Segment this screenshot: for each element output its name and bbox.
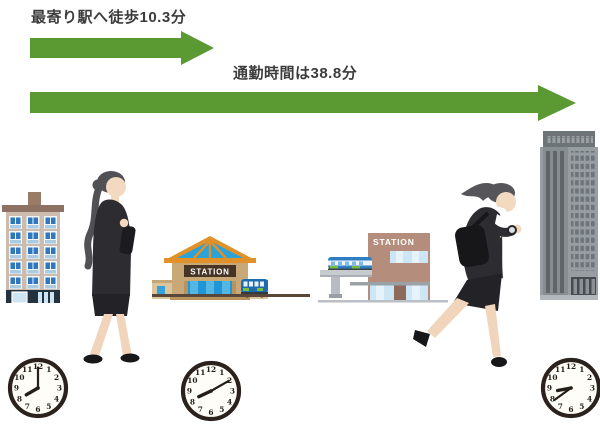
ground-line (152, 294, 310, 297)
svg-text:8: 8 (190, 397, 195, 406)
commute-arrow-shaft (30, 92, 538, 113)
svg-text:6: 6 (208, 408, 213, 417)
svg-text:9: 9 (547, 384, 552, 393)
station1-sign-label: STATION (190, 268, 230, 277)
svg-text:8: 8 (17, 394, 22, 403)
svg-text:3: 3 (57, 384, 62, 393)
svg-text:6: 6 (35, 405, 40, 414)
svg-text:5: 5 (46, 402, 51, 411)
svg-text:9: 9 (187, 387, 192, 396)
running-woman-icon (413, 183, 522, 367)
wristwatch-icon (507, 225, 517, 235)
commute-time-label: 通勤時間は38.8分 (233, 65, 358, 82)
svg-text:12: 12 (206, 365, 216, 374)
walk-arrow-shaft (30, 38, 181, 58)
svg-text:4: 4 (54, 394, 59, 403)
svg-text:10: 10 (14, 373, 24, 382)
apartment-building-icon (2, 192, 64, 303)
svg-text:11: 11 (22, 365, 32, 374)
svg-text:7: 7 (558, 402, 563, 411)
svg-text:12: 12 (566, 362, 576, 371)
svg-text:6: 6 (568, 405, 573, 414)
svg-text:1: 1 (579, 365, 584, 374)
svg-text:2: 2 (54, 373, 59, 382)
svg-text:1: 1 (46, 365, 51, 374)
destination-station-icon: STATION (318, 233, 448, 303)
platform (320, 270, 372, 276)
svg-text:10: 10 (547, 373, 557, 382)
svg-text:7: 7 (198, 405, 203, 414)
svg-text:2: 2 (587, 373, 592, 382)
walking-woman-icon (83, 171, 140, 364)
svg-text:3: 3 (590, 384, 595, 393)
svg-text:10: 10 (187, 376, 197, 385)
walk-arrow-head-icon (181, 31, 214, 65)
svg-text:9: 9 (14, 384, 19, 393)
svg-text:3: 3 (230, 387, 235, 396)
svg-text:1: 1 (219, 368, 224, 377)
office-building-icon (540, 131, 598, 300)
svg-text:4: 4 (587, 394, 592, 403)
shoulder-bag (455, 224, 489, 268)
svg-text:11: 11 (555, 365, 565, 374)
walk-time-label: 最寄り駅へ徒歩10.3分 (31, 9, 187, 26)
svg-text:11: 11 (195, 368, 205, 377)
commute-arrow-head-icon (538, 85, 576, 121)
svg-text:4: 4 (227, 397, 232, 406)
svg-text:5: 5 (219, 405, 224, 414)
svg-text:7: 7 (25, 402, 30, 411)
svg-text:5: 5 (579, 402, 584, 411)
station2-sign-label: STATION (373, 237, 415, 247)
svg-text:8: 8 (550, 394, 555, 403)
